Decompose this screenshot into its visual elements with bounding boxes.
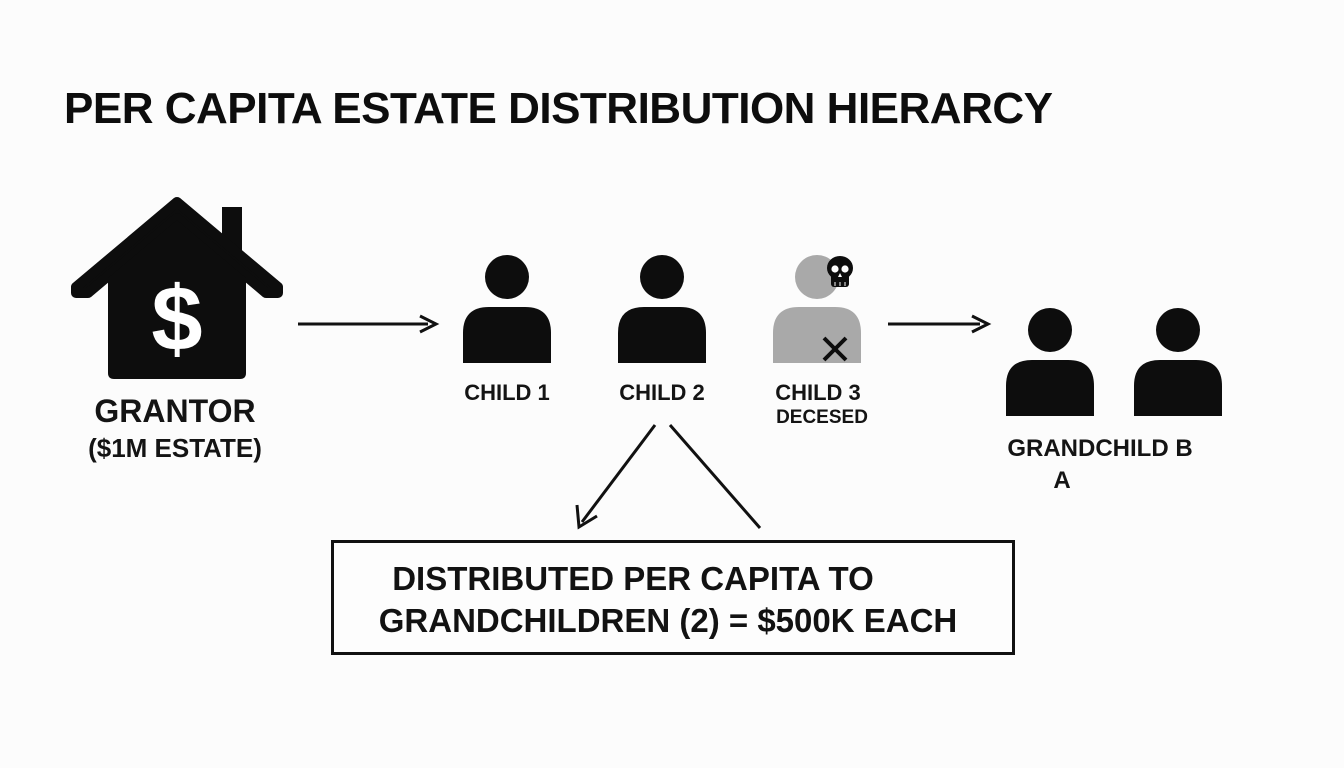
person-icon — [463, 255, 551, 363]
grandchild-label: GRANDCHILD B — [1007, 435, 1193, 462]
grantor-estate-label: ($1M ESTATE) — [88, 433, 262, 463]
child-2-label: CHILD 2 — [619, 380, 705, 405]
grandchild-b-icon — [1134, 308, 1222, 416]
result-box — [331, 540, 1015, 655]
child-3-status: DECESED — [776, 407, 868, 428]
grantor-label: GRANTOR — [94, 393, 256, 429]
result-line-2: GRANDCHILDREN (2) = $500K EACH — [378, 602, 958, 639]
result-line-1: DISTRIBUTED PER CAPITA TO — [392, 560, 874, 597]
arrow-grantor-to-children — [298, 314, 440, 334]
child-3-label: CHILD 3 — [775, 380, 861, 405]
child-1-label: CHILD 1 — [464, 380, 550, 405]
arrow-child2-to-result — [575, 424, 657, 530]
connector-child2-to-box — [668, 424, 762, 529]
grandchild-sublabel: A — [1053, 467, 1071, 494]
dollar-symbol: $ — [151, 268, 202, 370]
arrow-children-to-grandchildren — [888, 314, 992, 334]
page-title: PER CAPITA ESTATE DISTRIBUTION HIERARCY — [64, 84, 1053, 133]
cross-mark-icon — [822, 336, 848, 362]
deceased-person-icon — [773, 255, 861, 363]
skull-icon — [827, 256, 853, 287]
person-icon — [618, 255, 706, 363]
house-dollar-icon: $ — [71, 197, 283, 379]
grandchild-a-icon — [1006, 308, 1094, 416]
